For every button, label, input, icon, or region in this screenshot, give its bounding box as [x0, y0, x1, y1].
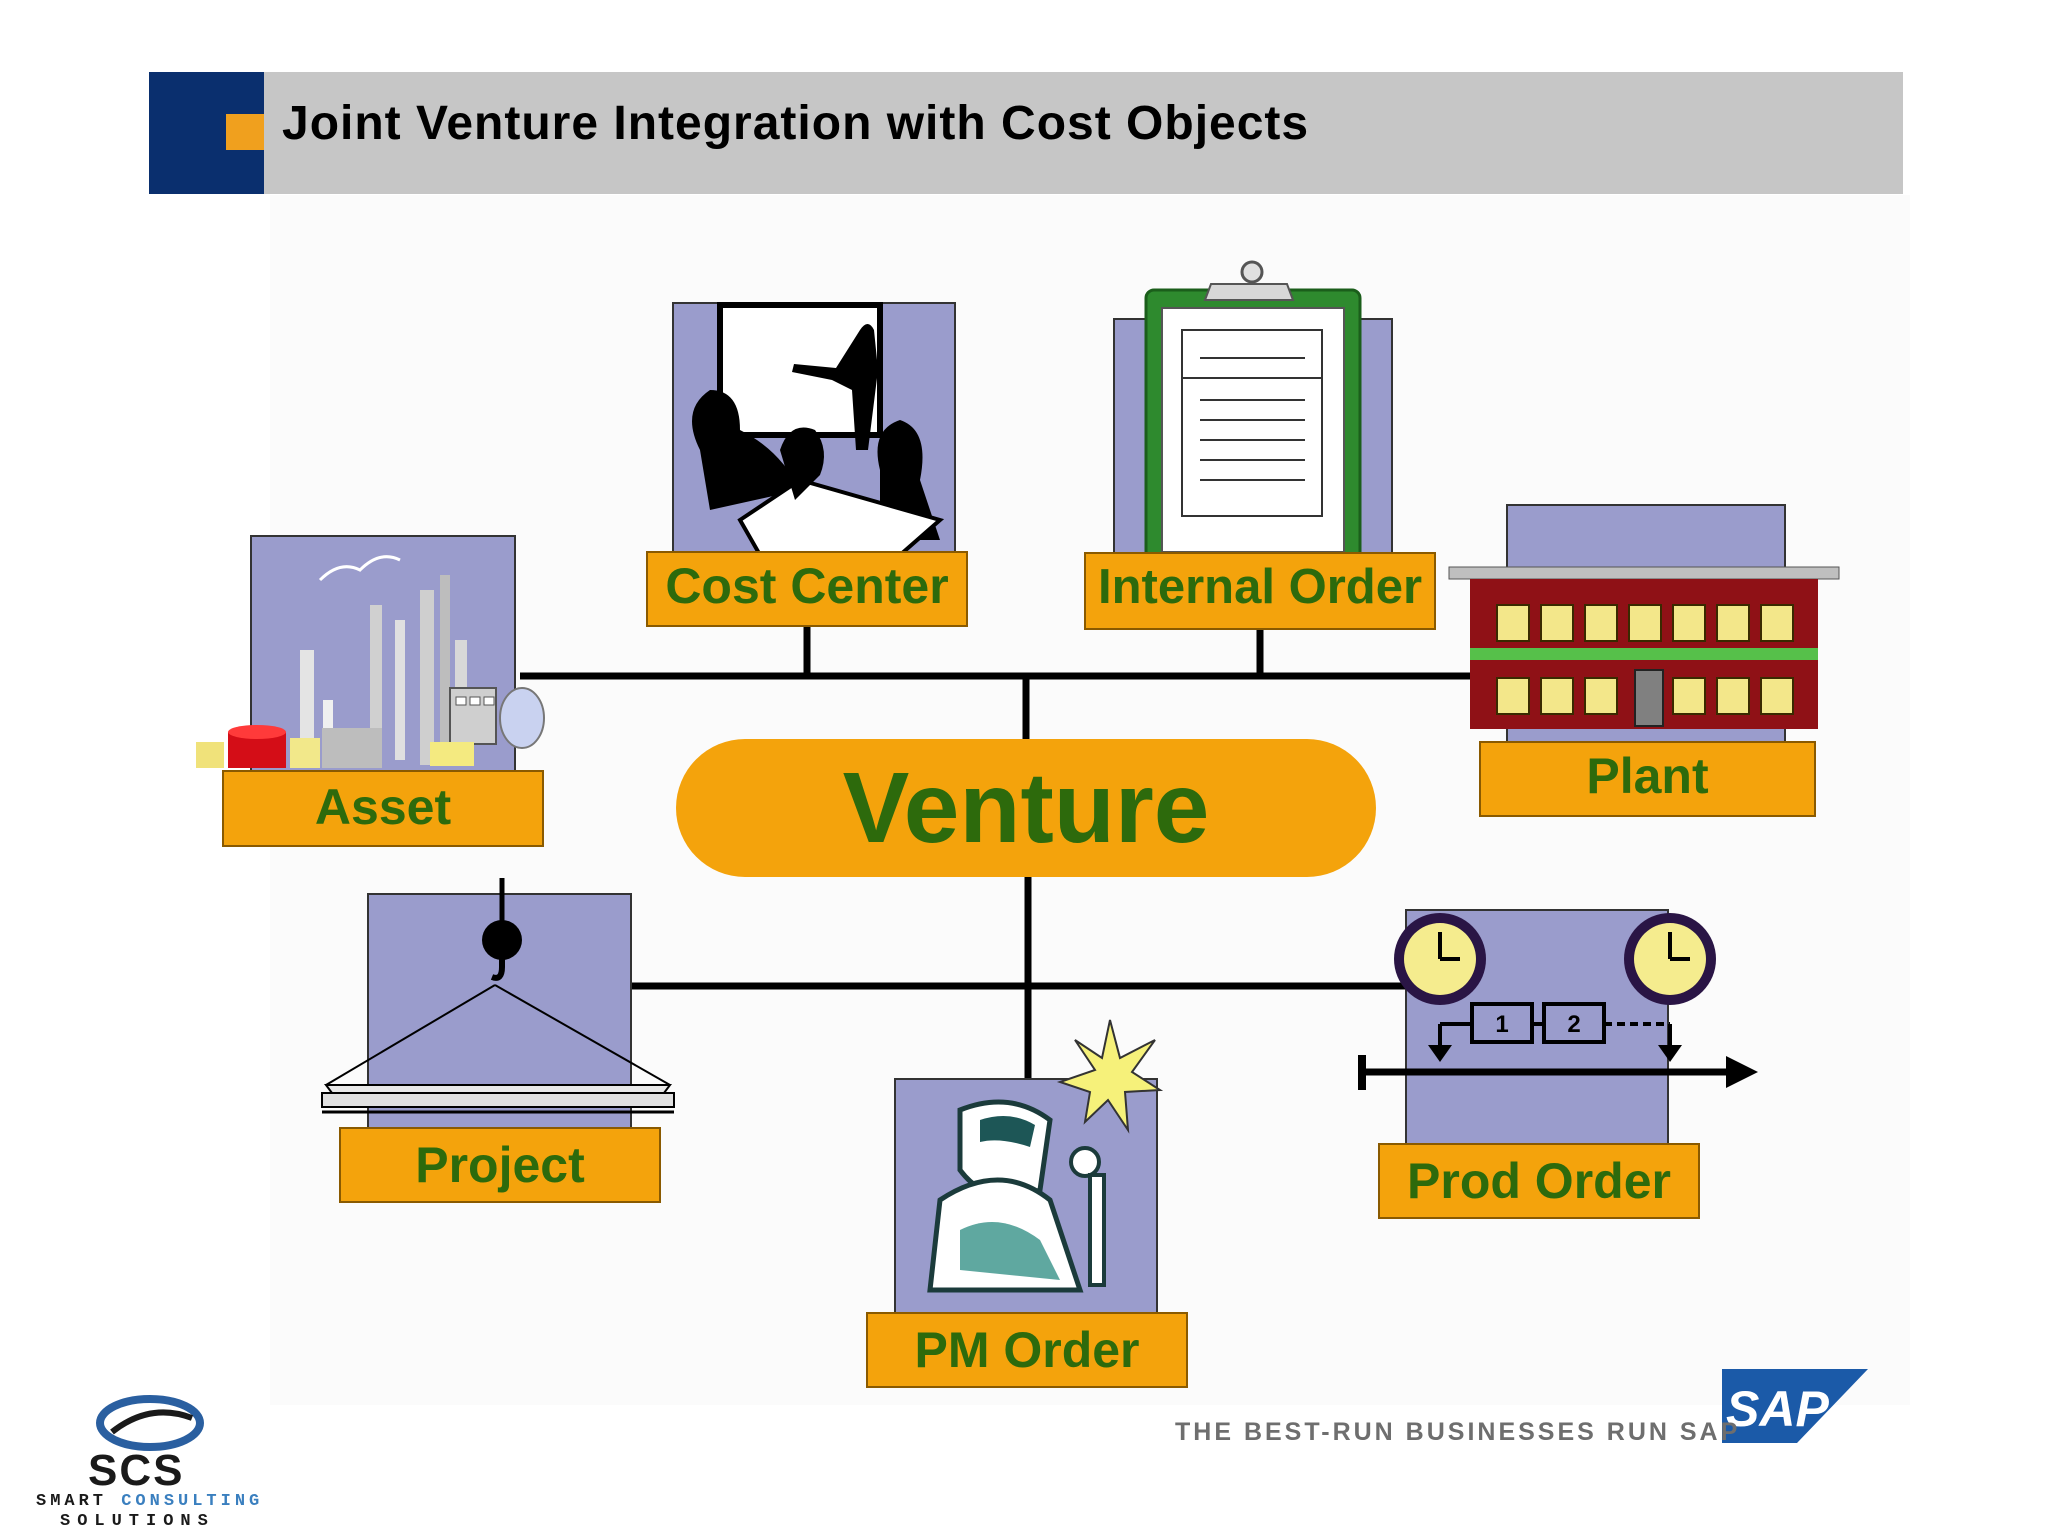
project-picture: [321, 878, 675, 1129]
node-plant: Plant: [1479, 741, 1816, 817]
node-internal-order: Internal Order: [1084, 552, 1436, 630]
scs-logo-text: SCS: [88, 1446, 185, 1495]
scs-logo-swoosh: [96, 1395, 204, 1451]
scs-word-smart: SMART: [36, 1492, 108, 1511]
scs-logo-line1: SMART CONSULTING: [36, 1492, 263, 1511]
node-venture: Venture: [676, 739, 1376, 877]
sap-logo: SAP: [1722, 1369, 1868, 1443]
step-1-label: 1: [1495, 1011, 1508, 1038]
clock-icon: [1394, 913, 1486, 1005]
node-prod-order: Prod Order: [1378, 1143, 1700, 1219]
connector-lines: [520, 625, 1480, 1080]
node-cost-center: Cost Center: [646, 551, 968, 627]
pm-order-picture: [894, 1019, 1164, 1316]
page-title: Joint Venture Integration with Cost Obje…: [282, 97, 1310, 150]
clock-icon: [1624, 913, 1716, 1005]
title-accent-square: [226, 114, 264, 150]
asset-picture: [196, 535, 545, 773]
step-2-label: 2: [1567, 1011, 1580, 1038]
prod-order-picture: 1 2: [1358, 909, 1758, 1147]
title-bar: [149, 72, 1903, 194]
plant-picture: [1448, 504, 1840, 744]
sap-logo-text: SAP: [1726, 1381, 1829, 1437]
scs-word-solutions: SOLUTIONS: [60, 1512, 215, 1531]
node-pm-order: PM Order: [866, 1312, 1188, 1388]
scs-word-consulting: CONSULTING: [121, 1492, 264, 1511]
node-project: Project: [339, 1127, 661, 1203]
cost-center-picture: [672, 302, 956, 560]
sap-tagline: THE BEST-RUN BUSINESSES RUN SAP: [1175, 1418, 1741, 1446]
node-asset: Asset: [222, 770, 544, 847]
internal-order-picture: [1113, 260, 1393, 562]
